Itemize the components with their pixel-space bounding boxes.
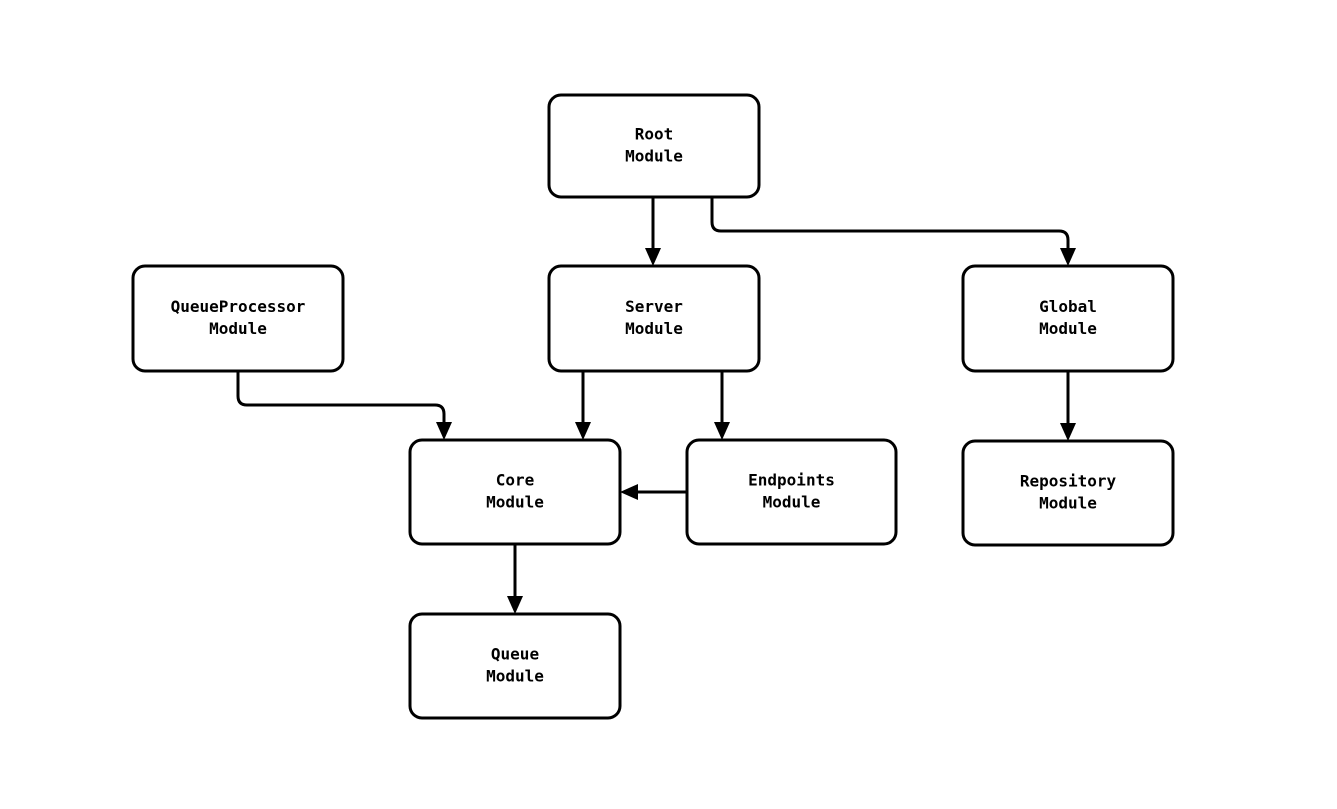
node-label-primary: Global <box>1039 297 1097 316</box>
node-box[interactable] <box>408 438 622 546</box>
edge-server-to-core <box>575 371 591 440</box>
node-box[interactable] <box>685 438 898 546</box>
arrowhead-icon <box>1060 248 1076 266</box>
node-label-primary: Queue <box>491 645 539 664</box>
edge-root-to-server <box>645 197 661 266</box>
node-label-secondary: Module <box>486 493 544 512</box>
edge-queueprocessor-to-core <box>236 371 452 440</box>
node-box[interactable] <box>547 93 761 199</box>
node-box[interactable] <box>547 264 761 373</box>
node-box[interactable] <box>408 612 622 720</box>
node-box[interactable] <box>961 264 1175 373</box>
edge-global-to-repository <box>1060 371 1076 441</box>
edge-layer <box>236 197 1076 614</box>
node-label-secondary: Module <box>625 319 683 338</box>
node-label-secondary: Module <box>209 319 267 338</box>
edge-server-to-endpoints <box>714 371 730 440</box>
node-label-secondary: Module <box>763 493 821 512</box>
edge-core-to-queue <box>507 544 523 614</box>
edge-root-to-global <box>710 197 1076 266</box>
node-label-primary: QueueProcessor <box>171 297 306 316</box>
node-label-primary: Server <box>625 297 683 316</box>
node-layer: RootModuleQueueProcessorModuleServerModu… <box>131 93 1175 720</box>
edge-line <box>236 371 446 426</box>
node-box[interactable] <box>961 439 1175 547</box>
node-label-secondary: Module <box>625 147 683 166</box>
node-label-primary: Root <box>635 125 674 144</box>
arrowhead-icon <box>1060 423 1076 441</box>
arrowhead-icon <box>620 484 638 500</box>
node-label-secondary: Module <box>1039 319 1097 338</box>
node-label-secondary: Module <box>1039 494 1097 513</box>
node-label-secondary: Module <box>486 667 544 686</box>
arrowhead-icon <box>714 422 730 440</box>
node-label-primary: Endpoints <box>748 471 835 490</box>
node-label-primary: Core <box>496 471 535 490</box>
arrowhead-icon <box>507 596 523 614</box>
node-label-primary: Repository <box>1020 472 1117 491</box>
edge-endpoints-to-core <box>620 484 687 500</box>
arrowhead-icon <box>645 248 661 266</box>
node-box[interactable] <box>131 264 345 373</box>
arrowhead-icon <box>436 422 452 440</box>
edge-line <box>710 197 1070 252</box>
arrowhead-icon <box>575 422 591 440</box>
